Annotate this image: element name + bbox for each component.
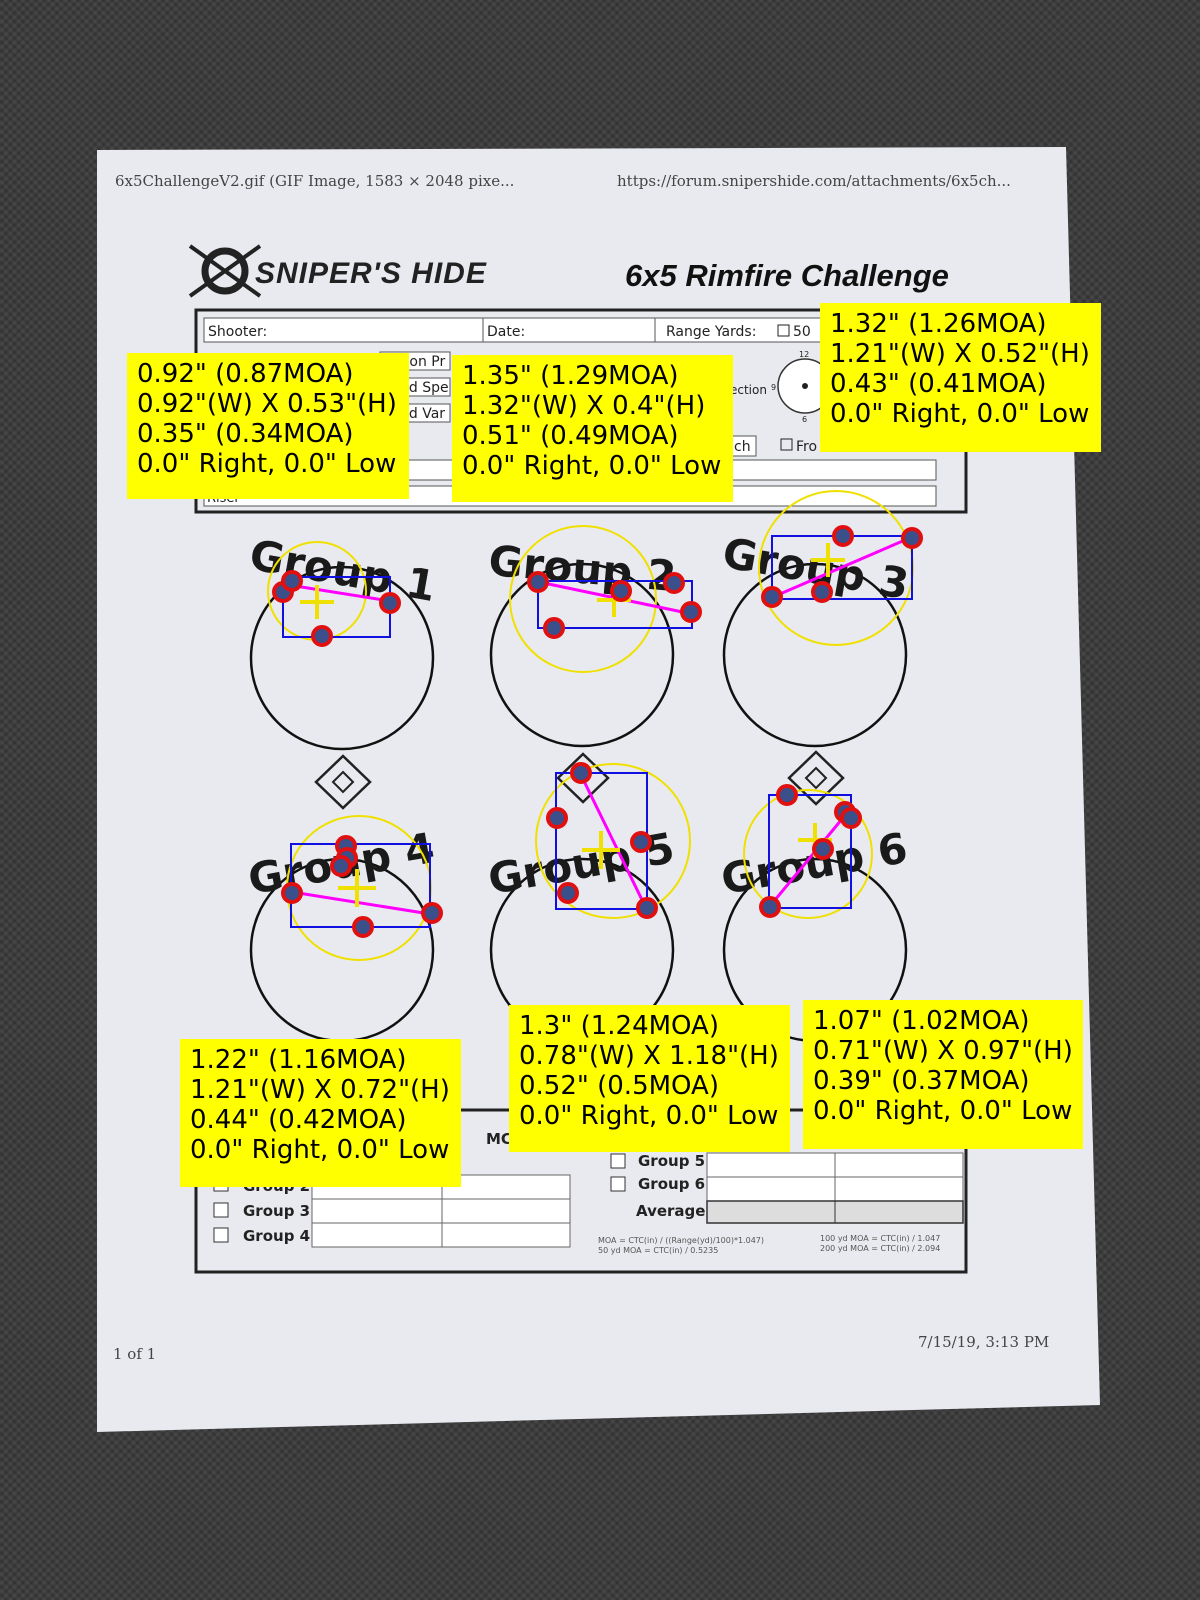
- group5-mean-radius: 0.52" (0.5MOA): [519, 1071, 719, 1101]
- date-label: Date:: [487, 324, 525, 340]
- print-header-left: 6x5ChallengeV2.gif (GIF Image, 1583 × 20…: [115, 172, 515, 190]
- fro-fragment: Fro: [796, 439, 817, 455]
- range-yards-label: Range Yards:: [666, 324, 756, 340]
- annotation-group-1: 0.92" (0.87MOA) 0.92"(W) X 0.53"(H) 0.35…: [127, 353, 409, 499]
- field-fragment-2: nd Spe: [400, 380, 449, 396]
- group2-mean-radius: 0.51" (0.49MOA): [462, 421, 679, 451]
- diamond-marker-right: [787, 750, 845, 806]
- shot-analysis-overlay-5: [535, 762, 691, 919]
- group3-mean-radius: 0.43" (0.41MOA): [830, 369, 1047, 399]
- shot-analysis-overlay-4: [281, 815, 443, 961]
- score-row-group-4: Group 4:: [243, 1227, 316, 1245]
- group2-size: 1.32"(W) X 0.4"(H): [462, 391, 706, 421]
- clock-label-12: 12: [799, 350, 809, 359]
- group6-mean-radius: 0.39" (0.37MOA): [813, 1066, 1030, 1096]
- annotation-group-4: 1.22" (1.16MOA) 1.21"(W) X 0.72"(H) 0.44…: [180, 1039, 461, 1187]
- field-fragment-1: tion Pr: [400, 354, 445, 370]
- ch-fragment: ch: [734, 439, 751, 455]
- shot-analysis-overlay-6: [743, 784, 873, 919]
- svg-text:SNIPER'S HIDE: SNIPER'S HIDE: [255, 257, 487, 290]
- clock-label-9: 9: [771, 383, 776, 392]
- group1-size: 0.92"(W) X 0.53"(H): [137, 389, 397, 419]
- formula-right-1: 100 yd MOA = CTC(in) / 1.047: [820, 1234, 940, 1243]
- diamond-marker-middle: [556, 752, 610, 804]
- group4-mean-radius: 0.44" (0.42MOA): [190, 1105, 407, 1135]
- group6-ctc: 1.07" (1.02MOA): [813, 1006, 1030, 1036]
- annotation-group-5: 1.3" (1.24MOA) 0.78"(W) X 1.18"(H) 0.52"…: [509, 1005, 790, 1152]
- shot-analysis-overlay-2: [509, 525, 702, 673]
- print-footer-page: 1 of 1: [113, 1345, 157, 1363]
- score-row-group-3: Group 3:: [243, 1202, 316, 1220]
- group6-size: 0.71"(W) X 0.97"(H): [813, 1036, 1073, 1066]
- correction-fragment: ection: [730, 383, 767, 397]
- clock-label-6: 6: [802, 415, 807, 424]
- challenge-title: 6x5 Rimfire Challenge: [625, 258, 949, 293]
- group6-offset: 0.0" Right, 0.0" Low: [813, 1096, 1073, 1126]
- clock-diagram: 12 9 6: [771, 350, 833, 424]
- annotation-group-2: 1.35" (1.29MOA) 1.32"(W) X 0.4"(H) 0.51"…: [452, 355, 733, 502]
- group5-size: 0.78"(W) X 1.18"(H): [519, 1041, 779, 1071]
- shot-analysis-overlay-1: [267, 541, 401, 647]
- group4-ctc: 1.22" (1.16MOA): [190, 1045, 407, 1075]
- group5-ctc: 1.3" (1.24MOA): [519, 1011, 719, 1041]
- score-row-group-5: Group 5:: [638, 1152, 711, 1170]
- group2-offset: 0.0" Right, 0.0" Low: [462, 451, 722, 481]
- formula-left-2: 50 yd MOA = CTC(in) / 0.5235: [598, 1246, 718, 1255]
- field-fragment-3: nd Var: [400, 406, 445, 422]
- print-footer-timestamp: 7/15/19, 3:13 PM: [918, 1333, 1050, 1351]
- annotation-group-6: 1.07" (1.02MOA) 0.71"(W) X 0.97"(H) 0.39…: [803, 1000, 1083, 1149]
- group2-ctc: 1.35" (1.29MOA): [462, 361, 679, 391]
- score-row-group-6: Group 6:: [638, 1175, 711, 1193]
- formula-left-1: MOA = CTC(in) / ((Range(yd)/100)*1.047): [598, 1236, 764, 1245]
- print-header-right: https://forum.snipershide.com/attachment…: [617, 172, 1011, 190]
- group4-offset: 0.0" Right, 0.0" Low: [190, 1135, 450, 1165]
- group3-size: 1.21"(W) X 0.52"(H): [830, 339, 1090, 369]
- range-option-50: 50: [793, 324, 811, 340]
- group3-offset: 0.0" Right, 0.0" Low: [830, 399, 1090, 429]
- diamond-marker-left: [314, 754, 372, 810]
- group3-ctc: 1.32" (1.26MOA): [830, 309, 1047, 339]
- score-table: MC Group 2: Group 3: Group 4: Group 5: G…: [194, 1108, 968, 1274]
- group1-ctc: 0.92" (0.87MOA): [137, 359, 354, 389]
- formula-right-2: 200 yd MOA = CTC(in) / 2.094: [820, 1244, 940, 1253]
- average-label: Average:: [636, 1202, 711, 1220]
- group1-mean-radius: 0.35" (0.34MOA): [137, 419, 354, 449]
- group1-offset: 0.0" Right, 0.0" Low: [137, 449, 397, 479]
- shooter-label: Shooter:: [208, 324, 267, 340]
- shot-analysis-overlay-3: [758, 490, 923, 646]
- moa-header: MC: [486, 1130, 512, 1148]
- group4-size: 1.21"(W) X 0.72"(H): [190, 1075, 450, 1105]
- snipers-hide-logo: SNIPER'S HIDE: [188, 244, 487, 298]
- annotation-group-3: 1.32" (1.26MOA) 1.21"(W) X 0.52"(H) 0.43…: [820, 303, 1101, 452]
- group5-offset: 0.0" Right, 0.0" Low: [519, 1101, 779, 1131]
